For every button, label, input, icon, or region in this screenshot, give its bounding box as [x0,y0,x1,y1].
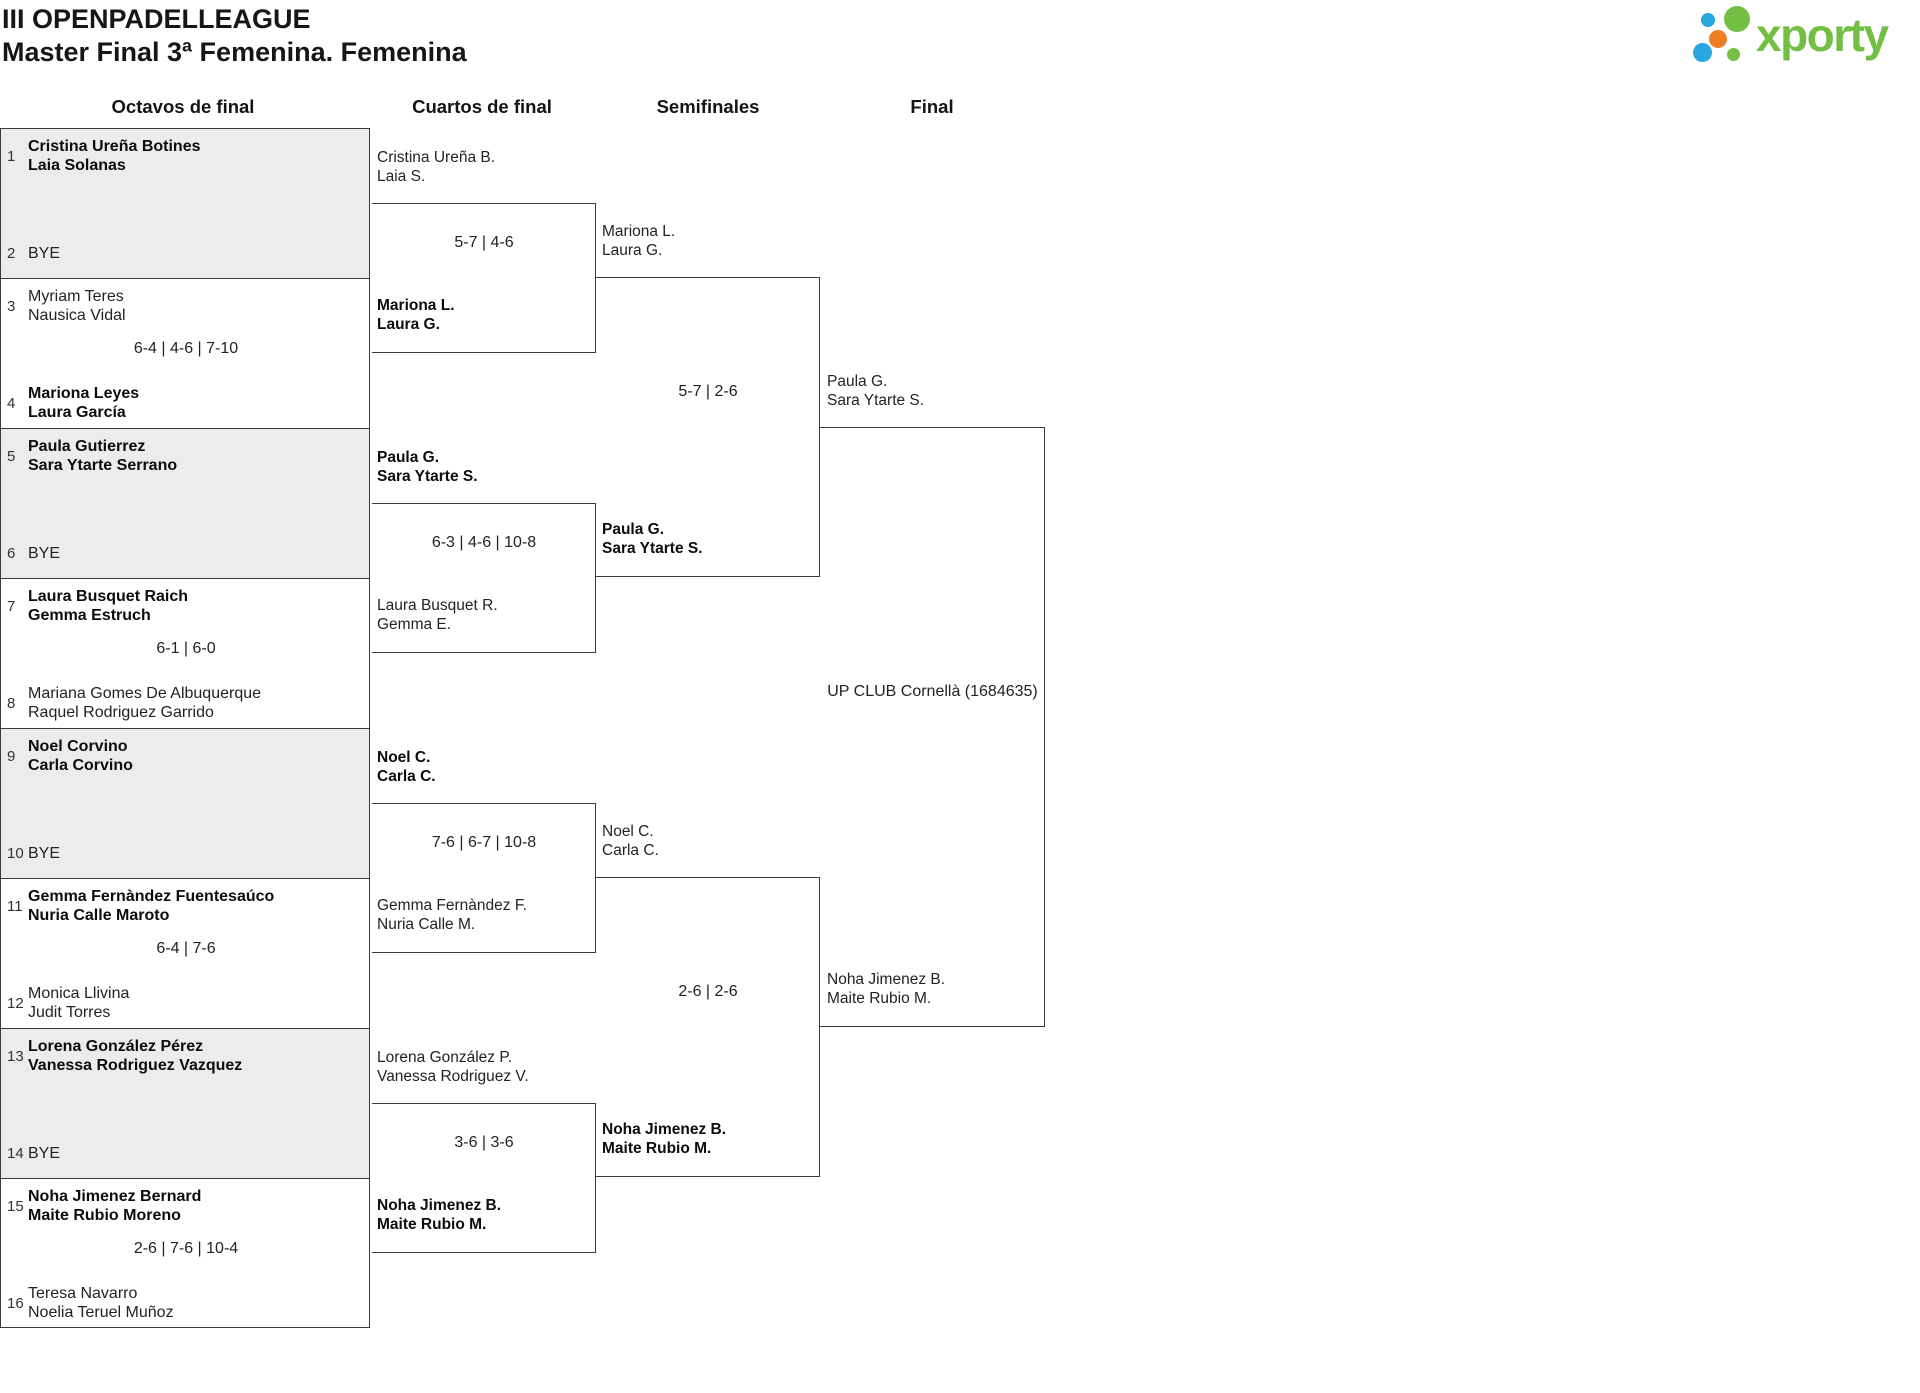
match-score: 3-6 | 3-6 [454,1134,514,1151]
participant-names: Mariona L.Laura G. [377,297,455,333]
match-score: 6-3 | 4-6 | 10-8 [431,534,537,551]
match-score: 5-7 | 2-6 [678,383,738,400]
seed-number: 1 [7,147,16,165]
match-score: 7-6 | 6-7 | 10-8 [431,834,537,851]
participant-names: BYE [28,245,61,262]
participant-names: Noel C.Carla C. [602,823,659,859]
participant-names: BYE [28,845,61,862]
participant-names: Cristina Ureña B.Laia S. [377,149,496,185]
seed-number: 8 [7,694,16,712]
quarterfinal-2-box[interactable] [372,503,596,653]
seed-number: 4 [7,394,16,412]
participant-names: Paula G.Sara Ytarte S. [827,373,925,409]
quarterfinal-3-box[interactable] [372,803,596,953]
participant-names: Noha Jimenez B.Maite Rubio M. [377,1197,502,1233]
round-header-final: Final [910,96,954,117]
participant-names: Gemma Fernàndez F.Nuria Calle M. [377,897,527,933]
match-score: 5-7 | 4-6 [454,234,514,251]
round-header-semifinales: Semifinales [656,96,760,117]
logo-dot-green-large [1724,6,1750,32]
participant-names: Paula G.Sara Ytarte S. [377,449,478,485]
seed-number: 10 [7,844,24,862]
participant-names: Mariona L.Laura G. [602,223,676,259]
seed-number: 11 [7,897,23,915]
logo-dot-orange [1709,30,1727,48]
seed-number: 5 [7,447,16,465]
participant-names: BYE [28,1145,61,1162]
seed-number: 13 [7,1047,24,1065]
seed-number: 14 [7,1144,24,1162]
round-header-cuartos: Cuartos de final [412,96,552,117]
seed-number: 16 [7,1294,24,1312]
semifinal-1-box[interactable] [596,277,820,577]
logo-text: xporty [1756,9,1889,61]
match-score: 6-4 | 7-6 [156,940,216,957]
participant-names: Noel C.Carla C. [377,749,436,785]
participant-names: Noha Jimenez B.Maite Rubio M. [602,1121,727,1157]
round-header-octavos: Octavos de final [111,96,255,117]
participant-names: Laura Busquet R.Gemma E. [377,597,498,633]
tournament-title: III OPENPADELLEAGUE [2,4,311,34]
final-box[interactable] [820,427,1045,1027]
match-score: 6-4 | 4-6 | 7-10 [133,340,239,357]
seed-number: 12 [7,994,24,1012]
quarterfinal-1-box[interactable] [372,203,596,353]
match-score: 2-6 | 7-6 | 10-4 [133,1240,239,1257]
participant-names: Lorena González P.Vanessa Rodriguez V. [377,1049,529,1085]
participant-names: BYE [28,545,61,562]
seed-number: 2 [7,244,16,262]
bracket-subtitle: Master Final 3ª Femenina. Femenina [2,37,467,67]
logo-dot-blue-medium [1693,43,1712,62]
semifinal-2-box[interactable] [596,877,820,1177]
quarterfinal-4-box[interactable] [372,1103,596,1253]
seed-number: 7 [7,597,16,615]
venue-label: UP CLUB Cornellà (1684635) [827,683,1038,700]
match-score: 6-1 | 6-0 [156,640,216,657]
logo-dot-blue-small [1701,13,1715,27]
match-score: 2-6 | 2-6 [678,983,738,1000]
seed-number: 15 [7,1197,24,1215]
seed-number: 3 [7,297,16,315]
participant-names: Noha Jimenez B.Maite Rubio M. [827,971,946,1007]
participant-names: Paula G.Sara Ytarte S. [602,521,703,557]
logo-dot-green-small [1727,48,1740,61]
seed-number: 6 [7,544,16,562]
seed-number: 9 [7,747,16,765]
